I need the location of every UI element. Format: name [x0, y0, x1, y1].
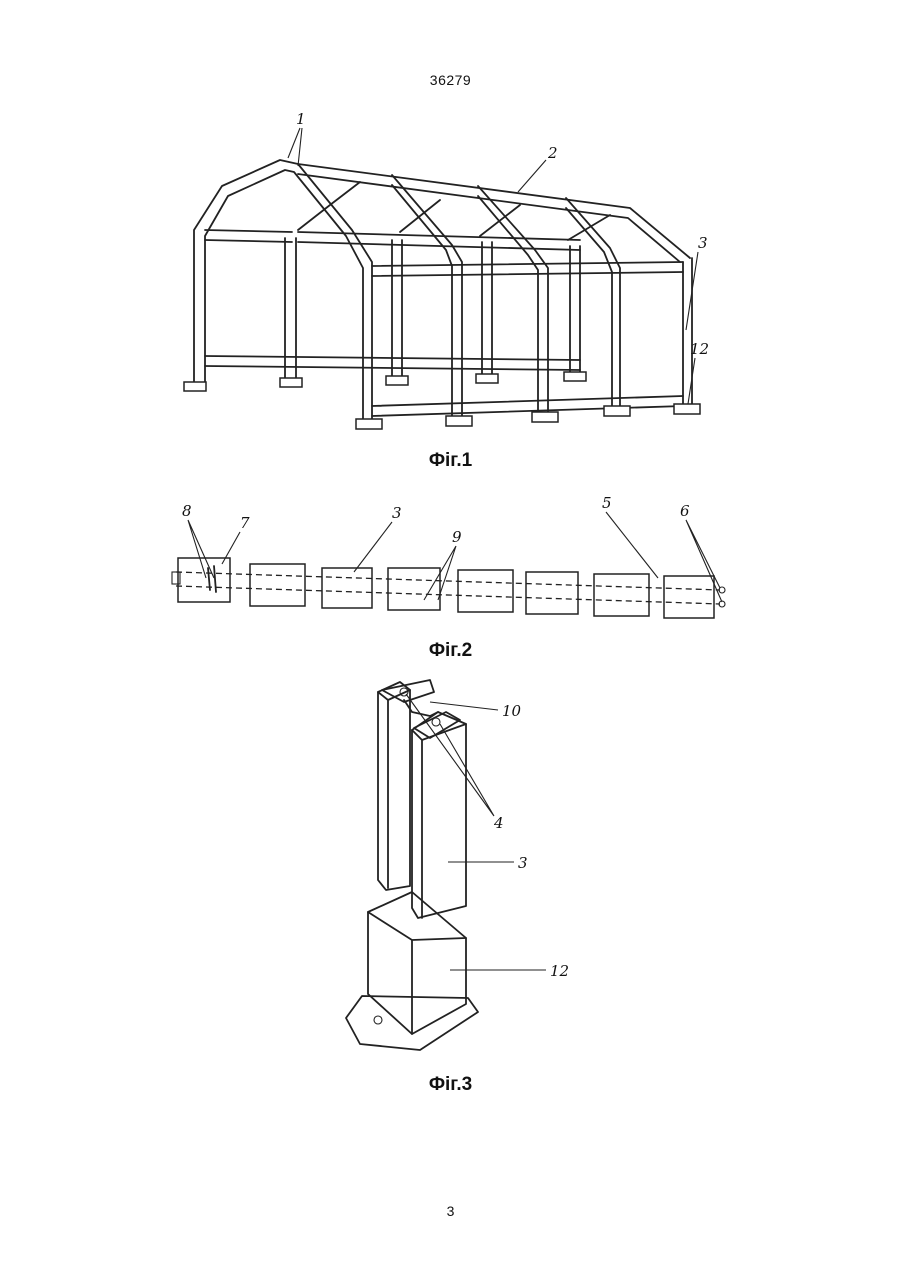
fig3-label-4: 4	[493, 814, 504, 832]
figure-3-caption: Фіг.3	[0, 1074, 901, 1096]
fig3-label-10: 10	[502, 702, 522, 720]
post-assembly	[346, 680, 478, 1050]
fig3-label-12: 12	[550, 962, 569, 980]
page-number: 3	[0, 1203, 901, 1219]
fig3-label-3: 3	[518, 854, 528, 872]
